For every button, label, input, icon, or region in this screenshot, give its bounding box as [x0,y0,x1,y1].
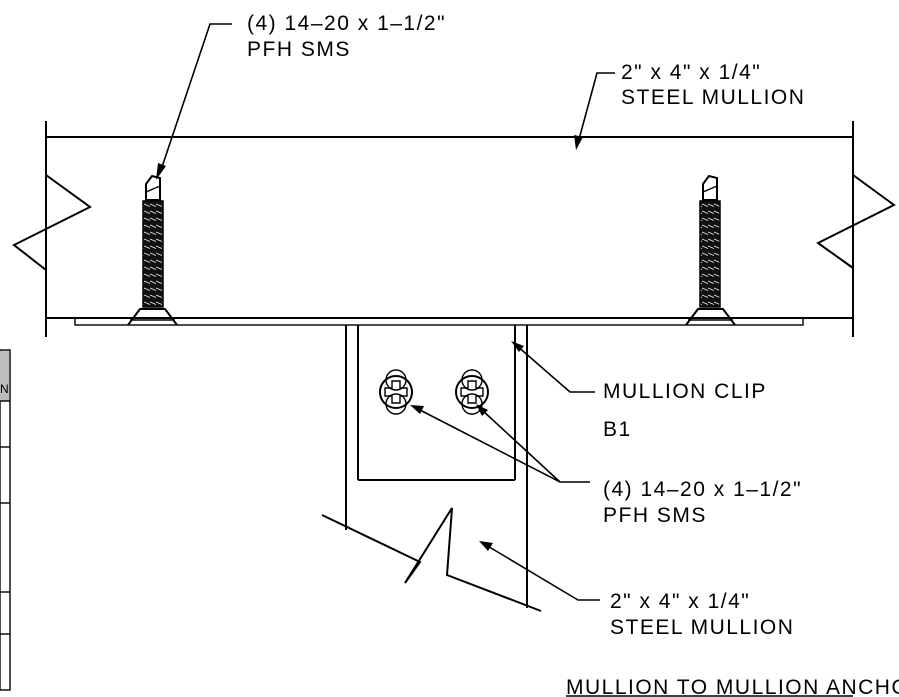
mullion-clip-b1 [345,325,528,608]
clip-screw-type-label: PFH SMS [603,504,707,527]
clip-id-label: B1 [603,418,632,441]
top-mullion-size-label: 2" x 4" x 1/4" [621,61,761,84]
clip-screw-qty-label: (4) 14–20 x 1–1/2" [603,478,802,501]
leader-top-screw [156,23,232,180]
left-table-fragment: N [0,349,11,691]
bottom-mullion-type-label: STEEL MULLION [610,616,794,639]
leader-top-mullion [574,72,615,150]
leader-clip-screws [410,404,590,483]
top-screw-qty-label: (4) 14–20 x 1–1/2" [247,12,446,35]
leader-bottom-mullion [479,541,600,601]
clip-screw-right [455,369,489,415]
top-mullion-type-label: STEEL MULLION [621,86,805,109]
screw-right [685,174,736,326]
clip-name-label: MULLION CLIP [603,380,767,403]
top-screw-type-label: PFH SMS [247,38,351,61]
svg-text:N: N [0,382,9,396]
top-steel-mullion [12,121,896,337]
leader-mullion-clip [511,341,595,393]
bottom-steel-mullion [321,507,542,612]
drawing-title: MULLION TO MULLION ANCHORING [566,676,899,697]
clip-screw-left [379,369,413,415]
bottom-mullion-size-label: 2" x 4" x 1/4" [610,590,750,613]
screw-left [127,174,178,326]
